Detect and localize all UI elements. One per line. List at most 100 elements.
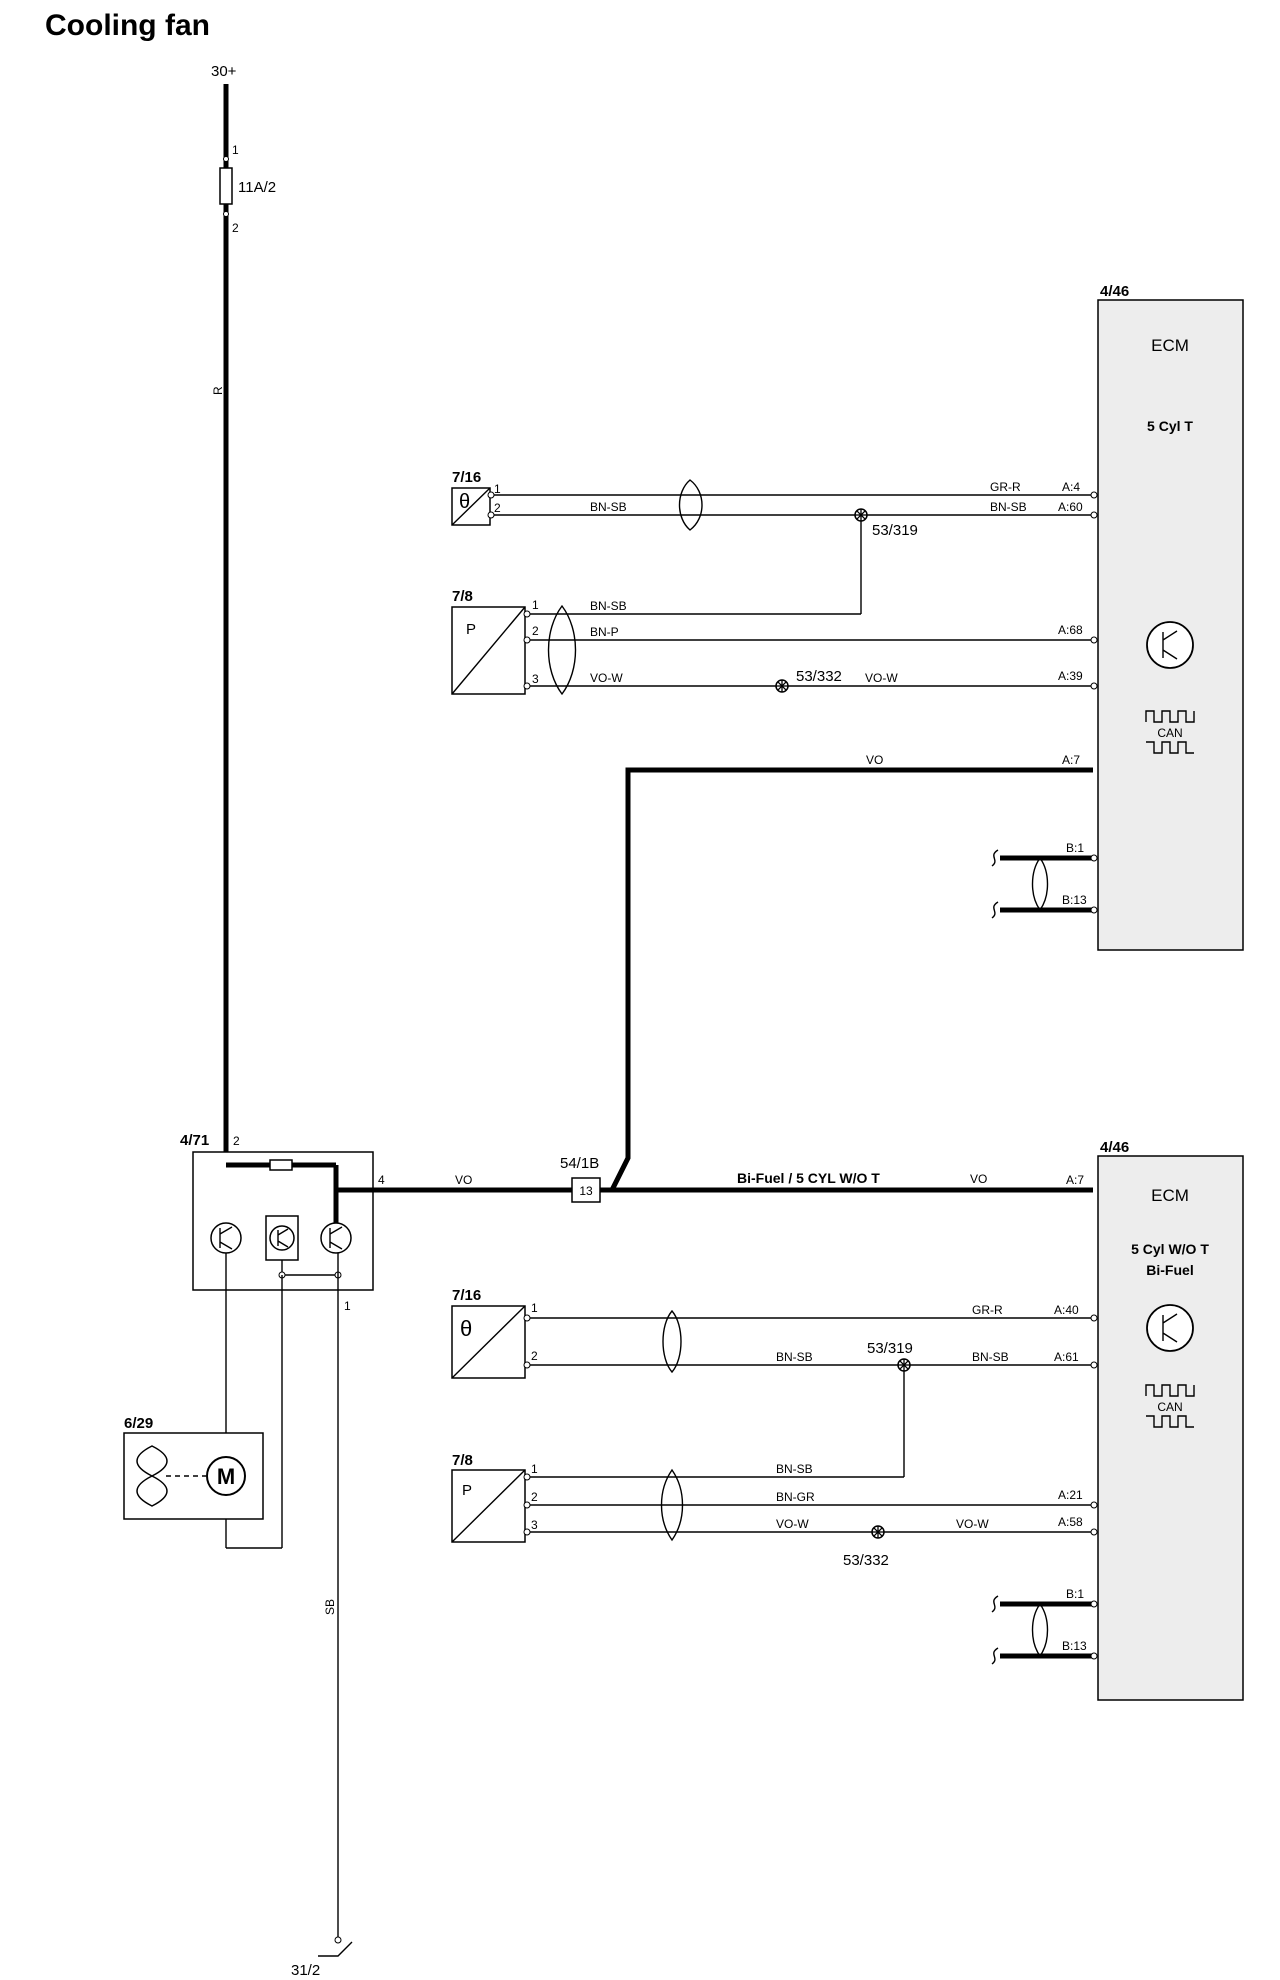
ecm-bottom-variant-2: Bi-Fuel [1146,1262,1193,1278]
splice-top-319-label: 53/319 [872,522,918,539]
temp-sensor-top-ecm-pin1: A:4 [1062,480,1080,494]
press-sensor-top-wire2-color: BN-P [590,625,619,639]
press-sensor-bottom-ecm-pin3: A:58 [1058,1515,1083,1529]
ecm-top-pin-vo: A:7 [1062,753,1080,767]
ecm-bottom-can-twist-icon [1031,1602,1049,1658]
splice-top-332-label: 53/332 [796,668,842,685]
splice-top-332-icon [775,679,789,693]
press-sensor-bottom-symbol: P [462,1482,472,1499]
temp-sensor-bottom-label: 7/16 [452,1287,481,1304]
press-sensor-bottom-pin1: 1 [531,1462,538,1476]
temp-sensor-top-diagonal [451,487,491,526]
ecm-bottom-can-break-2 [991,1647,999,1665]
ecm-top-id: 4/46 [1100,283,1129,300]
ecm-bottom-can-wave-upper [1145,1384,1195,1397]
relay-pin-ground: 1 [344,1299,351,1313]
ecm-bottom-transistor-glyph [1162,1313,1178,1343]
ground-label: 31/2 [291,1962,320,1979]
fan-control-wire-color-left: VO [455,1173,472,1187]
ecm-bottom-pin-b1: B:1 [1066,1587,1084,1601]
press-sensor-bottom-pin2: 2 [531,1490,538,1504]
temp-sensor-bottom-wire1-color: GR-R [972,1303,1003,1317]
ecm-bottom-can-label: CAN [1157,1400,1182,1414]
press-sensor-bottom-wire2-color: BN-GR [776,1490,815,1504]
ground-wire-color: SB [323,1599,337,1615]
ecm-top-can-label: CAN [1157,726,1182,740]
press-sensor-bottom-wire3-left: VO-W [776,1517,809,1531]
relay-pin-supply: 2 [233,1134,240,1148]
temp-sensor-bottom-symbol: θ [460,1316,472,1341]
ecm-top-transistor-icon [1146,621,1194,669]
press-sensor-top-diagonal [451,606,526,695]
temp-sensor-bottom-ecm-pin1: A:40 [1054,1303,1079,1317]
ecm-bottom-name: ECM [1151,1186,1189,1205]
temp-sensor-bottom-diagonal [451,1305,526,1379]
fuse-pin-in: 1 [232,143,239,157]
press-sensor-bottom-pin3: 3 [531,1518,538,1532]
supply-wire-color: R [211,386,225,395]
ecm-top-can-wave-upper [1145,710,1195,723]
temp-sensor-bottom-ecm-pin2: A:61 [1054,1350,1079,1364]
relay-module-label: 4/71 [180,1132,209,1149]
motor-icon [206,1456,246,1496]
temp-sensor-top-wire2-color: BN-SB [990,500,1027,514]
splice-bottom-332-label: 53/332 [843,1552,889,1569]
ecm-top-transistor-glyph [1162,630,1178,660]
temp-sensor-top-pin1: 1 [494,482,501,496]
relay-pin-out: 4 [378,1173,385,1187]
splice-bottom-319-label: 53/319 [867,1340,913,1357]
connector-label: 54/1B [560,1155,599,1172]
press-sensor-bottom-label: 7/8 [452,1452,473,1469]
temp-sensor-bottom-wire2-left: BN-SB [776,1350,813,1364]
ecm-bottom-can-wave-lower [1146,1415,1194,1428]
temp-sensor-bottom-pin2: 2 [531,1349,538,1363]
connector-pin: 13 [579,1184,593,1198]
press-sensor-top-wire3-color: VO-W [590,671,623,685]
ecm-bottom-can-break-1 [991,1595,999,1613]
press-sensor-top-ecm-pin2: A:68 [1058,623,1083,637]
press-sensor-bottom-ecm-pin2: A:21 [1058,1488,1083,1502]
temp-sensor-top-ecm-pin2: A:60 [1058,500,1083,514]
temp-sensor-bottom-wire2-right: BN-SB [972,1350,1009,1364]
press-sensor-bottom-twist-icon [660,1468,684,1542]
ecm-top-can-wave-lower [1146,741,1194,754]
relay-resistor [269,1159,293,1171]
fan-control-wire-color-right: VO [970,1172,987,1186]
temp-sensor-top-pin2: 2 [494,501,501,515]
ecm-top-pin-b1: B:1 [1066,841,1084,855]
press-sensor-bottom-wire3-right: VO-W [956,1517,989,1531]
transistor-3-icon [320,1222,352,1254]
press-sensor-bottom-diagonal [451,1469,526,1543]
ecm-bottom-pin-vo: A:7 [1066,1173,1084,1187]
temp-sensor-bottom-twist-icon [662,1309,682,1374]
transistor-2-icon [269,1225,295,1251]
ground-symbol-icon [318,1941,353,1957]
fan-blade-icon [136,1445,168,1507]
press-sensor-top-pin1: 1 [532,598,539,612]
transistor-2-glyph [277,1228,289,1248]
fuse-pin-out: 2 [232,221,239,235]
ecm-top-name: ECM [1151,336,1189,355]
temp-sensor-bottom-pin1: 1 [531,1301,538,1315]
temp-sensor-top-label: 7/16 [452,469,481,486]
temp-sensor-top-wire1-color: GR-R [990,480,1021,494]
press-sensor-top-pin3: 3 [532,672,539,686]
press-sensor-top-twist-icon [547,604,577,696]
ecm-top-can-break-2 [991,901,999,919]
splice-top-319-icon [854,508,868,522]
transistor-3-glyph [329,1226,343,1250]
motor-label: 6/29 [124,1415,153,1432]
press-sensor-top-label: 7/8 [452,588,473,605]
press-sensor-top-ecm-pin3: A:39 [1058,669,1083,683]
transistor-1-icon [210,1222,242,1254]
ecm-bottom-transistor-icon [1146,1304,1194,1352]
ecm-pin-markers [223,156,1098,1660]
page-title: Cooling fan [45,9,210,42]
ecm-bottom-box [1097,1155,1244,1701]
ecm-bottom-pin-b13: B:13 [1062,1639,1087,1653]
ecm-bottom-variant-1: 5 Cyl W/O T [1131,1241,1209,1257]
ecm-top-can-twist-icon [1031,856,1049,912]
splice-bottom-332-icon [871,1525,885,1539]
ecm-top-variant: 5 Cyl T [1147,418,1193,434]
fuse-symbol [219,167,233,205]
